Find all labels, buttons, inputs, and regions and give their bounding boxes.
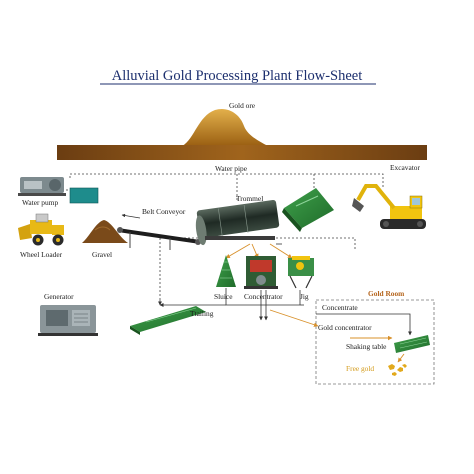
free-gold-label: Free gold (346, 364, 374, 373)
gold-ore-label: Gold ore (229, 101, 256, 110)
shaking-table-icon (394, 335, 430, 353)
tailing-label: Ttailing (190, 309, 214, 318)
gold-concentrator-label: Gold concentrator (318, 323, 372, 332)
hopper-feeder-icon (282, 188, 334, 232)
excavator-label: Excavator (390, 163, 420, 172)
free-gold-nuggets-icon (388, 364, 407, 376)
wheel-loader-icon (18, 213, 64, 246)
water-pump-icon (18, 177, 99, 204)
sluice-label: Sluice (214, 292, 233, 301)
trommel-label: Trommel (236, 194, 263, 203)
belt-conveyor-pointer (121, 213, 141, 219)
trommel-icon (195, 199, 280, 246)
gravel-pile-icon (82, 220, 128, 243)
tailing-flume-icon (130, 306, 206, 335)
ground-strip (57, 145, 427, 160)
concentrator-icon (244, 256, 278, 289)
process-connector-lines (158, 288, 412, 341)
shaking-table-to-free-gold-arrow (397, 353, 405, 363)
water-pump-label: Water pump (22, 198, 58, 207)
gold-room-box (315, 299, 435, 385)
sluice-icon (216, 255, 236, 287)
shaking-table-label: Shaking table (346, 342, 387, 351)
gravel-label: Gravel (92, 250, 112, 259)
gold-ore-pile (57, 108, 427, 160)
belt-conveyor-icon (117, 227, 201, 250)
trommel-to-concentrator-arrow (251, 243, 259, 259)
excavator-icon (352, 184, 426, 229)
wheel-loader-label: Wheel Loader (20, 250, 63, 259)
concentrate-label: Concentrate (322, 303, 358, 312)
generator-label: Generator (44, 292, 74, 301)
generator-icon (38, 305, 98, 336)
page-title: Alluvial Gold Processing Plant Flow-Shee… (112, 68, 363, 84)
trommel-to-sluice-arrow (225, 243, 251, 259)
gold-room-label: Gold Room (368, 289, 405, 298)
jig-icon (288, 256, 314, 289)
water-pipe-label: Water pipe (215, 164, 248, 173)
jig-label: Jig (300, 292, 309, 301)
trommel-to-jig-arrow (269, 243, 293, 259)
belt-conveyor-label: Belt Conveyor (142, 207, 186, 216)
concentrator-label: Concentrator (244, 292, 283, 301)
